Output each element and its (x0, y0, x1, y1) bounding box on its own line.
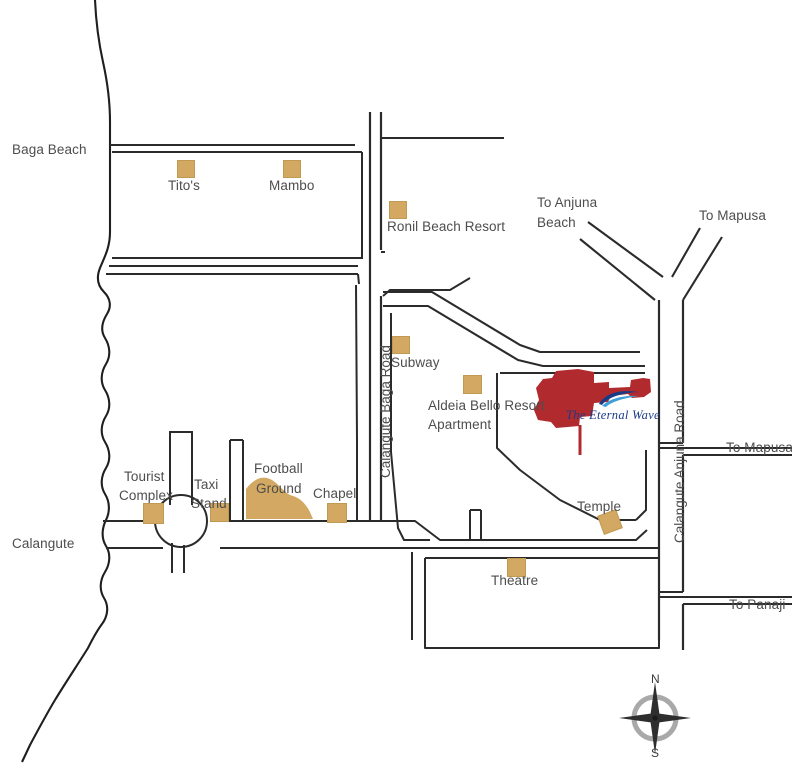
chapel-marker (327, 503, 347, 523)
label-to-mapusa-mid: To Mapusa (726, 440, 792, 455)
to-mapusa-mid-road (659, 442, 792, 456)
theatre-marker (507, 558, 526, 577)
mambo-marker (283, 160, 301, 178)
label-chapel: Chapel (313, 486, 357, 501)
label-tourist-line1: Tourist (124, 469, 165, 484)
roundabout-north-spur (169, 431, 193, 505)
label-mambo: Mambo (269, 178, 315, 193)
aldeia-south-stub (469, 509, 482, 540)
label-to-anjuna-line1: To Anjuna (537, 195, 598, 210)
eternal-wave-resort-shape (534, 369, 651, 455)
label-aldeia-bello-line2: Apartment (428, 417, 492, 432)
label-baga-beach: Baga Beach (12, 142, 87, 157)
label-ronil-beach-resort: Ronil Beach Resort (387, 219, 506, 234)
label-football-line2: Ground (256, 481, 302, 496)
compass-rose (619, 682, 691, 754)
ronil-beach-resort-marker (389, 201, 407, 219)
baga-secondary-road (106, 265, 358, 275)
label-theatre: Theatre (491, 573, 539, 588)
label-football-line1: Football (254, 461, 303, 476)
label-to-anjuna-line2: Beach (537, 215, 576, 230)
aldeia-bello-marker (463, 375, 482, 394)
theatre-block (424, 557, 660, 649)
baga-anjuna-link-road (383, 290, 645, 368)
titos-mambo-block (112, 152, 363, 259)
label-to-panaji: To Panaji (729, 597, 786, 612)
subway-marker (392, 336, 410, 354)
road-label-calangute-baga-road: Calangute Baga Road (378, 345, 393, 478)
label-aldeia-bello-line1: Aldeia Bello Resort (428, 398, 545, 413)
baga-beach-road (110, 144, 362, 153)
wave-icon (599, 391, 639, 407)
tourist-complex-marker (143, 503, 164, 524)
label-taxi-line1: Taxi (194, 477, 219, 492)
eternal-wave-logo-text: The Eternal Wave (566, 408, 660, 422)
theatre-left-lane (411, 552, 413, 640)
titos-marker (177, 160, 195, 178)
central-left-block (355, 273, 360, 520)
compass-north-label: N (651, 672, 660, 686)
compass-south-label: S (651, 746, 660, 760)
label-tourist-line2: Complex (119, 488, 173, 503)
label-titos: Tito's (168, 178, 200, 193)
label-calangute: Calangute (12, 536, 75, 551)
calangute-baga-road-lines (368, 112, 383, 520)
road-label-calangute-anjuna-road: Calangute Anjuna Road (672, 400, 687, 543)
label-temple: Temple (577, 499, 622, 514)
coastline (21, 0, 112, 763)
anjuna-mapusa-junction (579, 221, 723, 301)
label-subway: Subway (391, 355, 440, 370)
football-ground-shape (246, 477, 313, 519)
to-panaji-road (659, 591, 792, 605)
label-taxi-line2: Stand (191, 496, 227, 511)
football-access-lane (229, 439, 244, 522)
taxi-stand-marker (210, 503, 229, 522)
aldeia-bello-block (390, 313, 430, 541)
roundabout-south-spur (171, 543, 185, 573)
label-to-mapusa-top: To Mapusa (699, 208, 766, 223)
